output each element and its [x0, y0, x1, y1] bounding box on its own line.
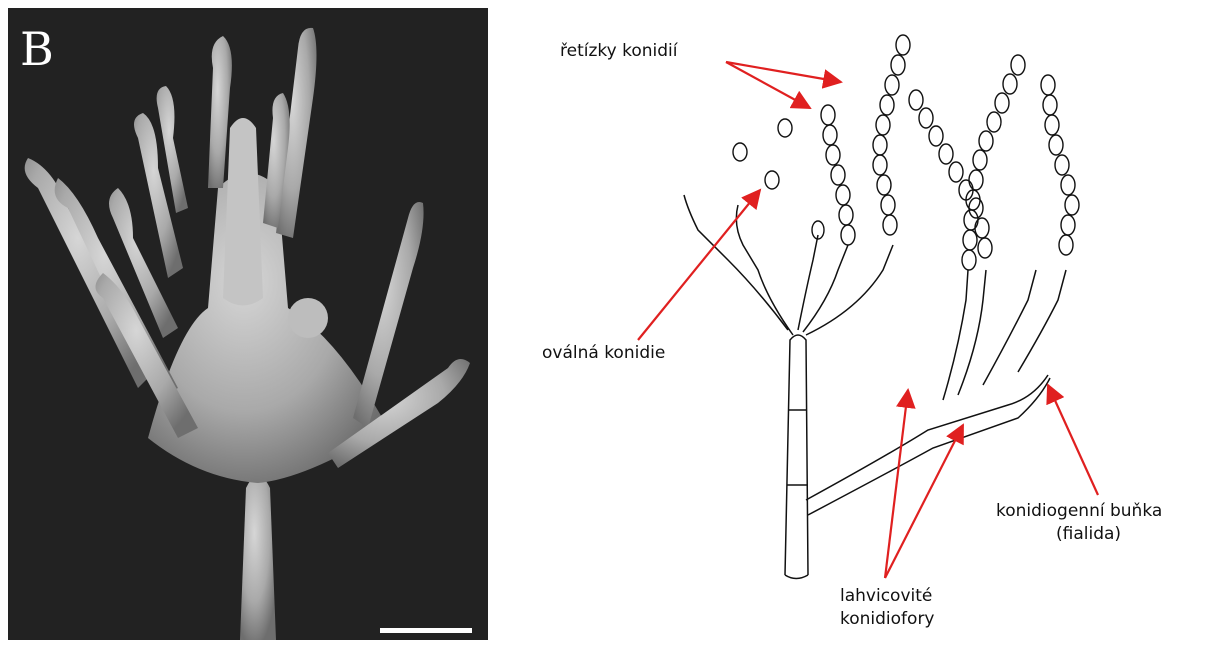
label-chains: řetízky konidií: [560, 40, 677, 62]
label-phialophore-line1: lahvicovité: [840, 585, 932, 607]
label-phialide-line2: (fialida): [1056, 523, 1121, 545]
label-phialide-line1: konidiogenní buňka: [996, 500, 1162, 522]
label-oval-conidium: oválná konidie: [542, 342, 665, 364]
conidia-chains: [733, 35, 1079, 270]
label-phialophore-line2: konidiofory: [840, 608, 935, 630]
penicillium-diagram: řetízky konidií oválná konidie konidioge…: [488, 0, 1205, 646]
sem-micrograph: B: [8, 8, 488, 640]
diagram-drawing: [488, 0, 1205, 646]
panel-letter: B: [20, 26, 54, 72]
micrograph-drawing: [8, 8, 488, 640]
